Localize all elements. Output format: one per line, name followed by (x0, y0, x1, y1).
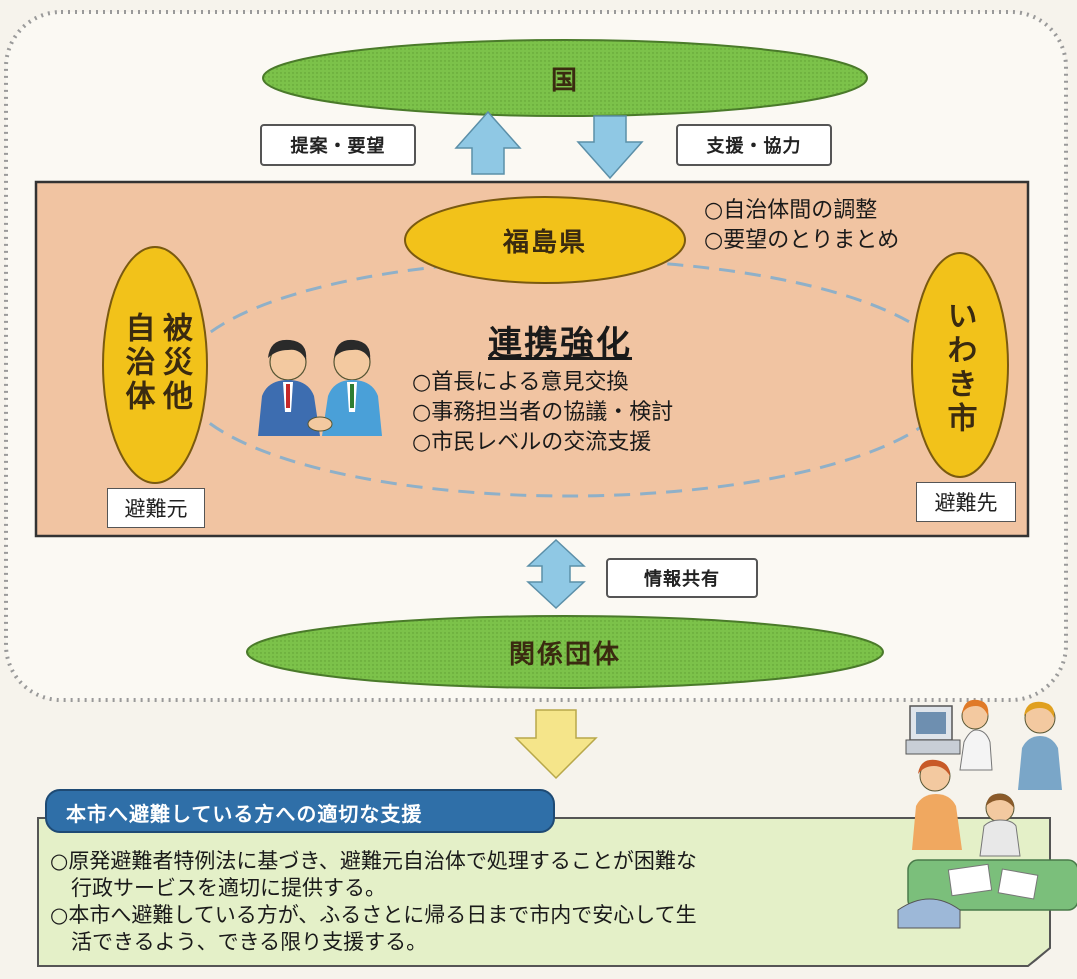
info-sharing-tag: 情報共有 (606, 558, 758, 598)
iwaki-label: いわき市 (941, 300, 977, 436)
office-illustration (897, 699, 1077, 929)
prefecture-role-2: ○要望のとりまとめ (704, 228, 900, 253)
cooperation-item-1: ○首長による意見交換 (412, 370, 629, 395)
iwaki-ellipse (911, 252, 1009, 478)
proposal-tag: 提案・要望 (260, 124, 416, 166)
national-ellipse (262, 39, 868, 117)
affected-municipalities-label: 被災他自治体 (119, 312, 193, 414)
result-arrow-down (514, 709, 598, 780)
affected-municipalities-ellipse (102, 246, 208, 484)
support-line-2: 行政サービスを適切に提供する。 (50, 876, 386, 900)
prefecture-label: 福島県 (502, 227, 587, 258)
info-sharing-arrow (526, 538, 586, 610)
handshake-illustration (258, 339, 382, 436)
cooperation-item-2: ○事務担当者の協議・検討 (412, 400, 674, 425)
support-heading-bg (45, 789, 555, 833)
cooperation-item-3: ○市民レベルの交流支援 (412, 430, 652, 455)
prefecture-roles: ○自治体間の調整 ○要望のとりまとめ (704, 196, 1004, 256)
evacuation-destination-label: 避難先 (916, 482, 1016, 522)
support-cooperation-tag: 支援・協力 (676, 124, 832, 166)
support-line-3: ○本市へ避難している方が、ふるさとに帰る日まで市内で安心して生 (50, 903, 697, 927)
prefecture-ellipse (404, 196, 686, 284)
support-body: ○原発避難者特例法に基づき、避難元自治体で処理することが困難な 行政サービスを適… (50, 848, 920, 956)
support-line-4: 活できるよう、できる限り支援する。 (50, 930, 428, 954)
related-groups-label: 関係団体 (508, 639, 621, 670)
proposal-arrow-up (454, 110, 522, 175)
support-line-1: ○原発避難者特例法に基づき、避難元自治体で処理することが困難な (50, 849, 697, 873)
cooperation-list: ○首長による意見交換 ○事務担当者の協議・検討 ○市民レベルの交流支援 (412, 368, 752, 458)
evacuation-source-label: 避難元 (107, 488, 205, 528)
support-heading: 本市へ避難している方への適切な支援 (66, 802, 423, 826)
national-label: 国 (550, 65, 579, 96)
cooperation-title: 連携強化 (488, 324, 632, 364)
support-arrow-down (576, 115, 644, 180)
related-groups-ellipse (246, 615, 884, 689)
prefecture-role-1: ○自治体間の調整 (704, 198, 878, 223)
